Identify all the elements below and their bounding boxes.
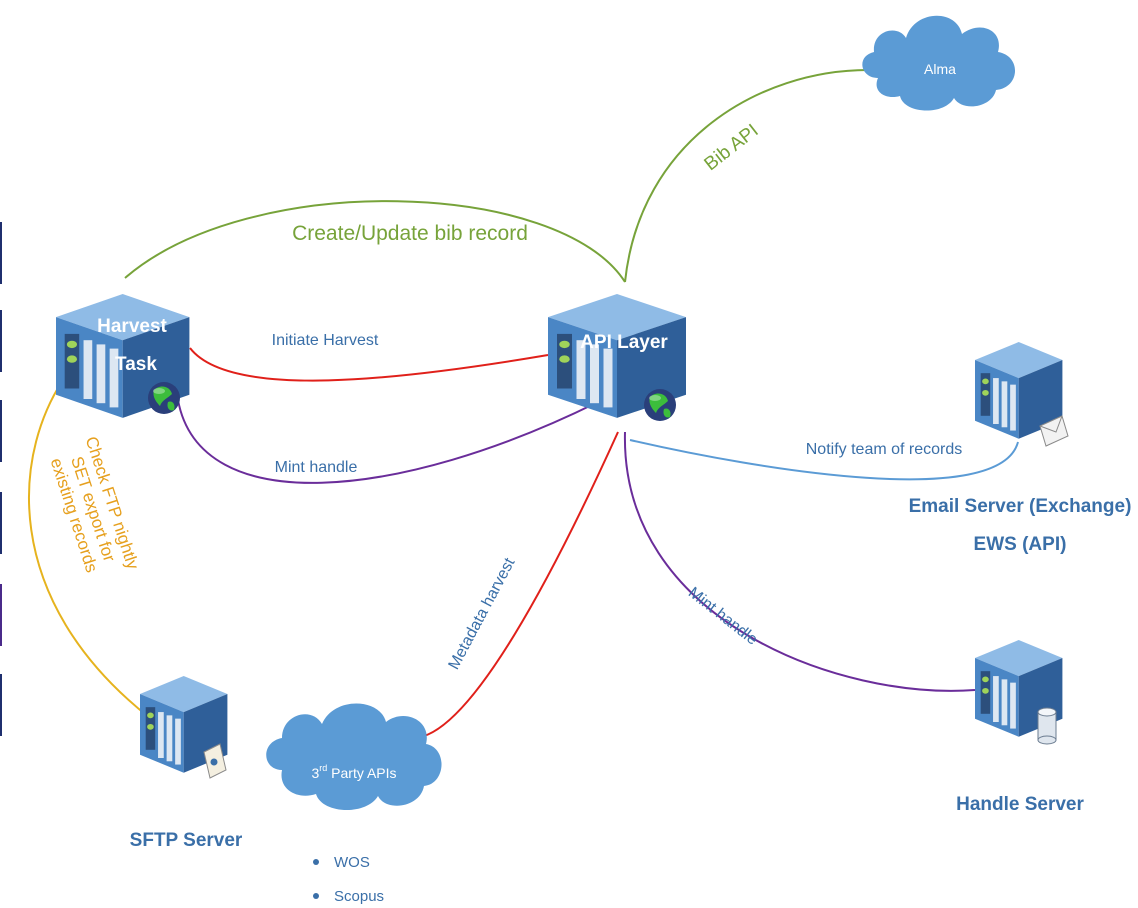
edge-initiate-harvest-line: [189, 347, 549, 382]
envelope-icon: [1039, 415, 1069, 447]
database-icon: [1037, 707, 1057, 745]
edge-notify-team-line: [629, 439, 1019, 481]
edge-metadata-harvest-line: [411, 431, 619, 740]
email-server-label-line2: EWS (API): [974, 534, 1067, 555]
left-edge-decor: [0, 222, 2, 736]
cloud-alma: [862, 15, 1016, 111]
edge-mint-handle-left-line: [177, 399, 599, 484]
mint-handle-right-label: Mint handle: [685, 584, 761, 648]
list-item: WOS: [334, 854, 370, 871]
bib-api-label: Bib API: [701, 120, 763, 175]
globe-icon: [148, 382, 180, 414]
notify-team-label: Notify team of records: [806, 441, 963, 458]
alma-label: Alma: [924, 61, 956, 77]
initiate-harvest-label: Initiate Harvest: [272, 332, 379, 349]
metadata-harvest-label: Metadata harvest: [446, 555, 519, 673]
third-party-api-list: WOS Scopus: [313, 854, 384, 905]
edge-mint-handle-right-line: [623, 431, 976, 692]
edge-check-ftp-line: [27, 369, 151, 719]
harvest-task-label-line1: Harvest: [97, 316, 167, 337]
mint-handle-left-label: Mint handle: [275, 459, 358, 476]
edge-bib-api-line: [624, 69, 869, 283]
check-ftp-label: Check FTP nightly SET export for existin…: [47, 434, 143, 575]
email-server-label-line1: Email Server (Exchange): [909, 496, 1132, 517]
create-update-label: Create/Update bib record: [292, 222, 528, 245]
globe-icon: [644, 389, 676, 421]
edge-create-update-line: [124, 200, 626, 283]
handle-server-label: Handle Server: [956, 794, 1084, 815]
sftp-server-label: SFTP Server: [130, 830, 243, 851]
cloud-third-party: [266, 703, 442, 811]
harvest-task-label-line2: Task: [115, 354, 157, 375]
list-item: Scopus: [334, 888, 384, 905]
third-party-label: 3rd Party APIs: [311, 763, 396, 781]
document-icon: [203, 743, 227, 779]
api-layer-label: API Layer: [580, 332, 668, 353]
